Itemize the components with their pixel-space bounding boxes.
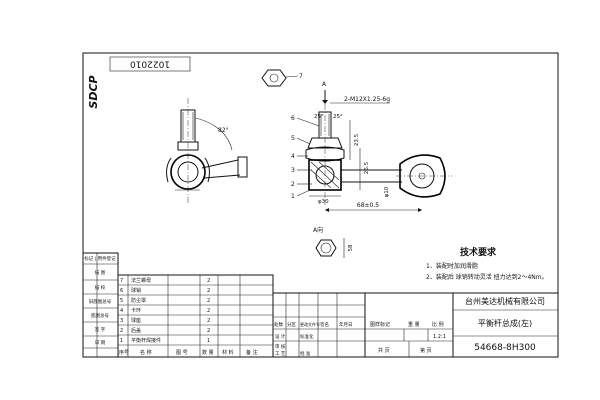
section-marker-top: A: [322, 81, 327, 88]
length-dimension: 68±0.5: [357, 202, 379, 209]
callout-5: 5: [291, 135, 295, 142]
part-name: 后盖: [131, 327, 141, 334]
register-row-5: 底图总号: [91, 312, 109, 319]
tech-item-2: 2、装配后 球销转动灵活 扭力达到2～4Nm。: [426, 273, 548, 281]
register-row-3: 描 校: [95, 284, 106, 291]
callout-7: 7: [299, 73, 303, 80]
callout-1: 1: [291, 193, 295, 200]
register-row-1: 标记 | 用件登记: [84, 255, 116, 262]
part-qty: 2: [207, 308, 210, 314]
register-row-7: 日 期: [95, 340, 106, 346]
part-number: 54668-8H300: [474, 343, 536, 353]
callout-6: 6: [291, 115, 295, 122]
parts-header: 备 注: [246, 349, 258, 356]
sign-row: 工 艺: [275, 351, 286, 357]
side-view-drawing: 82°: [166, 98, 248, 205]
sign-row: 审 核: [275, 343, 286, 350]
sheet-index: 第 页: [420, 347, 432, 354]
parts-header: 图 号: [176, 350, 188, 356]
part-qty: 2: [207, 288, 210, 294]
register-row-6: 签 字: [95, 326, 106, 333]
brand-logo: SDCP: [87, 75, 100, 108]
register-row-4: 旧底图总号: [89, 298, 112, 305]
tech-item-1: 1、装配时加润滑脂: [426, 262, 478, 270]
part-no: 7: [120, 278, 123, 284]
drawing-number: 1022010: [130, 59, 170, 69]
std-label: 标准化: [300, 333, 314, 340]
callouts: 6 5 4 3 2 1: [291, 115, 320, 200]
sign-row: 设 计: [275, 333, 286, 340]
drawing-number-box: 1022010: [109, 56, 191, 72]
part-name: 球座: [131, 317, 141, 324]
rev-header: 更改文件号: [300, 321, 320, 327]
parts-header: 名 称: [140, 349, 152, 356]
company-name: 台州美达机械有限公司: [465, 296, 545, 306]
left-register: 标记 | 用件登记 描 图 描 校 旧底图总号 底图总号 签 字 日 期: [82, 252, 119, 358]
part-name-title: 平衡杆总成(左): [478, 318, 532, 328]
part-no: 4: [120, 308, 123, 314]
revision-block: 处数 分区 更改文件号 签名 年月日 设 计 标准化 审 核 工 艺 批 准: [272, 292, 366, 358]
part-qty: 2: [207, 328, 210, 334]
scale-value: 1.2:1: [433, 334, 446, 340]
part-no: 2: [120, 328, 123, 334]
part-name: 平衡杆焊接件: [131, 337, 161, 344]
parts-header: 序号: [119, 349, 129, 356]
section-dim: 58: [348, 244, 354, 251]
parts-header: 材 料: [222, 349, 234, 356]
part-qty: 1: [207, 338, 210, 344]
dia-10: φ10: [384, 186, 390, 197]
dia-30: φ30: [318, 199, 329, 205]
rev-header: 签名: [320, 321, 329, 328]
part-qty: 2: [207, 298, 210, 304]
part-name: 防尘罩: [131, 297, 146, 304]
parts-list: 7 法兰螺母 2 6 球销 2 5 防尘罩 2 4 卡环 2 3 球座 2 2 …: [117, 274, 274, 358]
rev-header: 分区: [287, 321, 296, 328]
part-name: 卡环: [131, 307, 141, 314]
rod-eye: [396, 154, 452, 198]
height-b: 26.5: [364, 161, 370, 174]
thread-dimension: 2-M12X1.25-6g: [344, 96, 390, 103]
sign-row: 批 准: [300, 350, 311, 357]
parts-header: 数 量: [202, 349, 214, 356]
drawing-frame: [82, 52, 559, 358]
front-view-drawing: A 7 2-M12X1.25-6g 25° 25° 23.5 26.5: [261, 69, 452, 212]
sheet-total: 共 页: [378, 347, 390, 354]
tech-requirements: 技术要求 1、装配时加润滑脂 2、装配后 球销转动灵活 扭力达到2～4Nm。: [426, 246, 548, 281]
title-block: 台州美达机械有限公司 平衡杆总成(左) 54668-8H300 图样标记 重 量…: [364, 292, 559, 358]
callout-2: 2: [291, 181, 295, 188]
part-no: 5: [120, 298, 123, 304]
part-name: 法兰螺母: [131, 277, 151, 284]
part-qty: 2: [207, 318, 210, 324]
flange-nut: [261, 69, 287, 87]
part-name: 球销: [131, 287, 141, 294]
rev-header: 年月日: [339, 321, 353, 328]
rev-header: 处数: [274, 321, 283, 328]
tb-header: 重 量: [408, 321, 420, 328]
section-a-label: A向: [313, 226, 323, 234]
part-qty: 2: [207, 278, 210, 284]
height-a: 23.5: [354, 133, 360, 146]
tech-title: 技术要求: [460, 246, 497, 258]
angle-right: 25°: [333, 114, 343, 120]
part-no: 3: [120, 318, 123, 324]
callout-4: 4: [291, 153, 295, 160]
callout-3: 3: [291, 167, 295, 174]
section-a-view: A向 58: [313, 226, 354, 258]
register-row-2: 描 图: [95, 269, 106, 276]
part-no: 1: [120, 338, 123, 344]
tb-header: 比 例: [432, 321, 444, 328]
tb-header: 图样标记: [370, 321, 390, 328]
part-no: 6: [120, 288, 123, 294]
swing-angle-label: 82°: [218, 127, 229, 134]
